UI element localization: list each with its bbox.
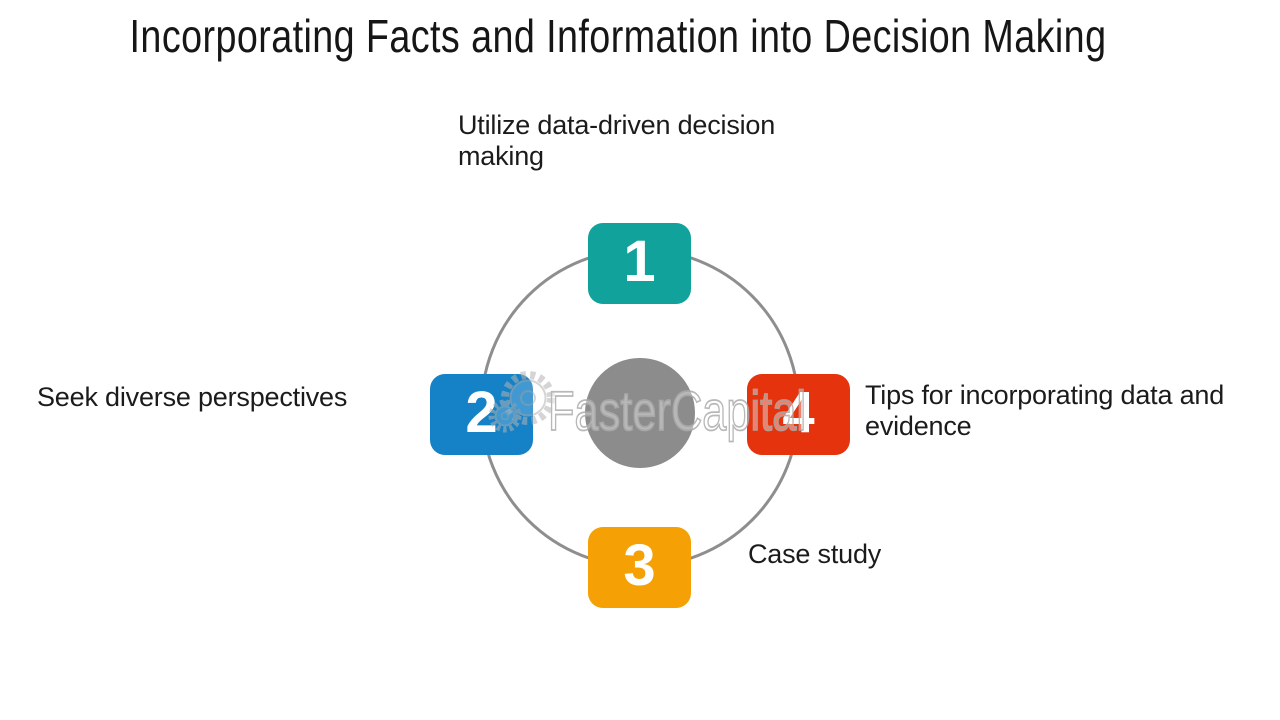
label-line: Case study <box>748 539 882 569</box>
step-2-box: 2 <box>430 374 533 455</box>
step-1-box: 1 <box>588 223 691 304</box>
step-2-label: Seek diverse perspectives <box>37 382 347 413</box>
label-line: Seek diverse perspectives <box>37 382 348 412</box>
step-3-label: Case study <box>748 539 881 570</box>
step-3-number: 3 <box>623 532 656 598</box>
step-4-label: Tips for incorporating data and evidence <box>865 380 1224 442</box>
step-3-box: 3 <box>588 527 691 608</box>
label-line: evidence <box>865 411 972 441</box>
label-line: making <box>458 141 544 171</box>
step-1-number: 1 <box>623 228 656 294</box>
step-4-box: 4 <box>747 374 850 455</box>
step-1-label: Utilize data-driven decision making <box>458 110 775 172</box>
label-line: Tips for incorporating data and <box>865 380 1225 410</box>
center-hub-circle <box>585 358 695 468</box>
step-2-number: 2 <box>465 379 498 445</box>
step-4-number: 4 <box>782 379 815 445</box>
page-title: Incorporating Facts and Information into… <box>129 10 1107 62</box>
label-line: Utilize data-driven decision <box>458 110 776 140</box>
